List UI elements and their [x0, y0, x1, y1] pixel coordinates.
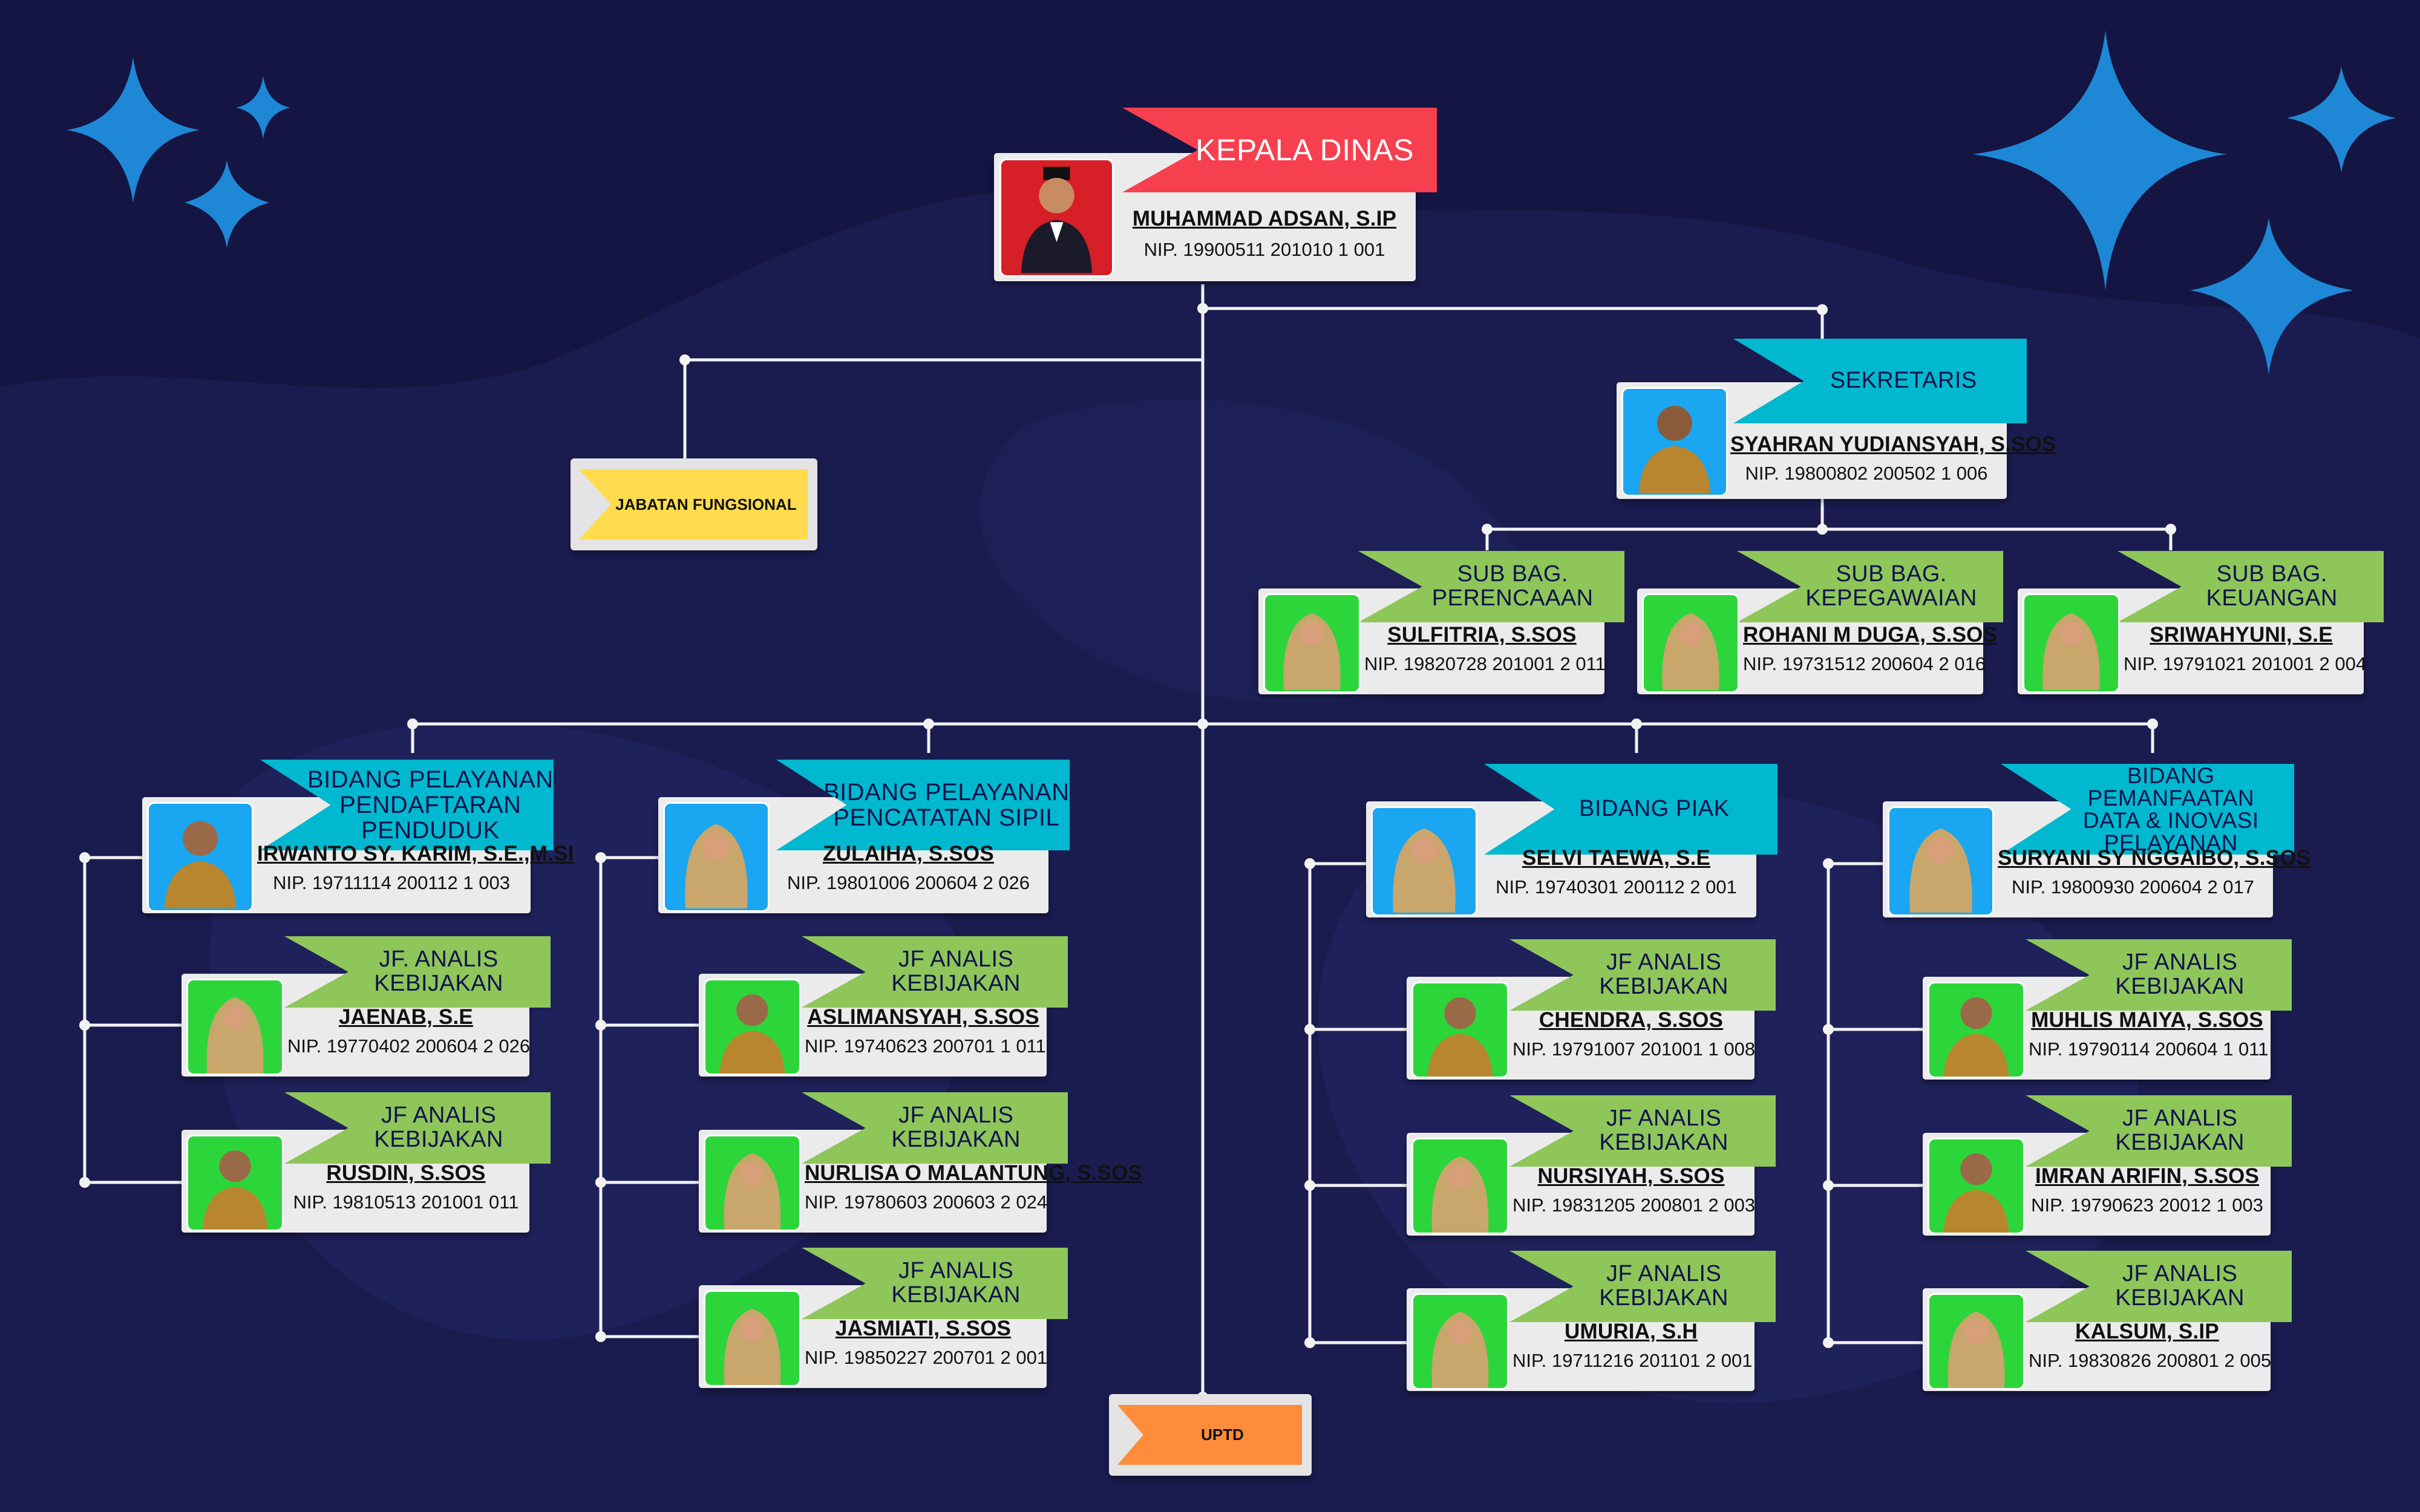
division-head-name: ZULAIHA, S.SOS: [823, 842, 994, 865]
staff-nip: NIP. 19810513 201001 011: [293, 1191, 519, 1213]
staff-nip: NIP. 19850227 200701 2 001: [805, 1347, 1048, 1368]
staff-nip: NIP. 19740623 200701 1 011: [805, 1035, 1046, 1057]
division-head-name: SELVI TAEWA, S.E: [1522, 846, 1711, 870]
secretary-photo: [1621, 387, 1728, 497]
staff-name: JASMIATI, S.SOS: [835, 1317, 1012, 1340]
staff-title: JF ANALIS KEBIJAKAN: [891, 947, 1021, 996]
head-title: KEPALA DINAS: [1195, 132, 1414, 167]
staff-title: JF ANALIS KEBIJAKAN: [1599, 1106, 1728, 1155]
uptd-tag[interactable]: UPTD: [1109, 1394, 1312, 1476]
staff-nip: NIP. 19711216 201101 2 001: [1512, 1350, 1753, 1371]
staff-title-ribbon: JF ANALIS KEBIJAKAN: [2026, 1251, 2292, 1322]
head-nip: NIP. 19900511 201010 1 001: [1143, 239, 1385, 260]
staff-name: RUSDIN, S.SOS: [326, 1161, 486, 1185]
staff-title: JF ANALIS KEBIJAKAN: [2115, 1106, 2245, 1155]
staff-name: NURSIYAH, S.SOS: [1537, 1164, 1725, 1188]
division-head-title-line: BIDANG PIAK: [1579, 796, 1730, 822]
sparkle-stars: [67, 30, 2396, 375]
sub-bag-title: SUB BAG. KEPEGAWAIAN: [1805, 561, 1977, 611]
jabatan-fungsional-tag[interactable]: JABATAN FUNGSIONAL: [571, 458, 817, 550]
staff-nip: NIP. 19790623 20012 1 003: [2031, 1194, 2263, 1216]
staff-photo: [1928, 982, 2025, 1078]
staff-photo: [704, 979, 801, 1075]
staff-nip: NIP. 19770402 200604 2 026: [287, 1035, 531, 1057]
staff-photo: [1928, 1293, 2025, 1390]
division-head-title-line: BIDANG PELAYANAN: [823, 779, 1070, 806]
secretary-name: SYAHRAN YUDIANSYAH, S.SOS: [1730, 432, 2056, 456]
division-head-title-line: BIDANG PELAYANAN: [307, 766, 554, 793]
jabatan-fungsional-label: JABATAN FUNGSIONAL: [615, 495, 797, 513]
division-head-title-line: PENDAFTARAN PENDUDUK: [339, 792, 522, 844]
staff-photo: [1928, 1138, 2025, 1234]
division-head-photo: [147, 802, 253, 912]
staff-nip: NIP. 19830826 200801 2 005: [2029, 1350, 2272, 1371]
staff-name: ASLIMANSYAH, S.SOS: [807, 1005, 1039, 1029]
staff-nip: NIP. 19831205 200801 2 003: [1512, 1194, 1756, 1216]
staff-title: JF ANALIS KEBIJAKAN: [1599, 1261, 1728, 1311]
division-head-title-line: PENCATATAN SIPIL: [833, 804, 1060, 831]
sub-bag-name: SRIWAHYUNI, S.E: [2150, 623, 2333, 647]
sub-bag-photo: [2023, 593, 2120, 693]
staff-name: NURLISA O MALANTUNG, S.SOS: [805, 1161, 1143, 1185]
sub-bag-nip: NIP. 19791021 201001 2 004: [2124, 653, 2367, 674]
staff-title: JF ANALIS KEBIJAKAN: [374, 1103, 503, 1152]
head-title-ribbon: KEPALA DINAS: [1122, 108, 1437, 192]
sub-bag-photo: [1263, 593, 1361, 693]
staff-title: JF. ANALIS KEBIJAKAN: [374, 947, 503, 996]
division-head-nip: NIP. 19801006 200604 2 026: [786, 872, 1030, 893]
staff-nip: NIP. 19791007 201001 1 008: [1512, 1038, 1756, 1060]
uptd-label: UPTD: [1201, 1426, 1244, 1444]
division-head-title-line: PELAYANAN: [2104, 830, 2238, 855]
staff-nip: NIP. 19780603 200603 2 024: [805, 1191, 1048, 1213]
division-head-nip: NIP. 19740301 200112 2 001: [1496, 876, 1737, 898]
division-head-title-line: DATA & INOVASI: [2082, 808, 2259, 833]
sub-bag-name: ROHANI M DUGA, S.SOS: [1743, 623, 1998, 647]
head-photo: [999, 158, 1114, 277]
staff-title: JF ANALIS KEBIJAKAN: [891, 1103, 1021, 1152]
sub-bag-name: SULFITRIA, S.SOS: [1387, 623, 1577, 647]
person-silhouette-icon: [1021, 166, 1093, 273]
sub-bag-nip: NIP. 19820728 201001 2 011: [1364, 653, 1606, 674]
division-head-nip: NIP. 19800930 200604 2 017: [2011, 876, 2255, 898]
staff-photo: [186, 1135, 284, 1231]
staff-photo: [1411, 1293, 1509, 1390]
staff-photo: [704, 1135, 801, 1231]
staff-name: UMURIA, S.H: [1565, 1320, 1698, 1343]
staff-title: JF ANALIS KEBIJAKAN: [1599, 950, 1728, 999]
staff-title-ribbon: JF ANALIS KEBIJAKAN: [802, 1092, 1068, 1164]
staff-photo: [1411, 1138, 1509, 1234]
head-name: MUHAMMAD ADSAN, S.IP: [1132, 207, 1397, 230]
staff-name: CHENDRA, S.SOS: [1539, 1008, 1724, 1032]
sub-bag-nip: NIP. 19731512 200604 2 016: [1743, 653, 1986, 674]
sub-bag-title-ribbon: SUB BAG. KEPEGAWAIAN: [1737, 551, 2003, 622]
staff-photo: [186, 979, 284, 1075]
staff-name: JAENAB, S.E: [339, 1005, 473, 1029]
sub-bag-title: SUB BAG. PERENCAAAN: [1431, 561, 1594, 611]
staff-name: MUHLIS MAIYA, S.SOS: [2031, 1008, 2263, 1032]
sub-bag-title: SUB BAG. KEUANGAN: [2206, 561, 2338, 611]
staff-nip: NIP. 19790114 200604 1 011: [2029, 1038, 2269, 1060]
division-head-photo: [1888, 806, 1994, 916]
division-head-title-line: BIDANG PEMANFAATAN: [2087, 763, 2255, 810]
staff-name: IMRAN ARIFIN, S.SOS: [2035, 1164, 2260, 1188]
secretary-nip: NIP. 19800802 200502 1 006: [1745, 463, 1988, 484]
division-head-photo: [663, 802, 770, 912]
staff-title: JF ANALIS KEBIJAKAN: [891, 1258, 1021, 1308]
staff-title: JF ANALIS KEBIJAKAN: [2115, 950, 2245, 999]
division-head-name: SURYANI SY NGGAIBO, S.SOS: [1998, 846, 2311, 870]
staff-photo: [704, 1290, 801, 1387]
division-head-nip: NIP. 19711114 200112 1 003: [273, 872, 510, 893]
division-head-name: IRWANTO SY. KARIM, S.E.,M.SI: [257, 842, 574, 865]
sub-bag-photo: [1642, 593, 1739, 693]
secretary-title: SEKRETARIS: [1830, 368, 1977, 394]
division-head-photo: [1371, 806, 1477, 916]
staff-name: KALSUM, S.IP: [2075, 1320, 2219, 1343]
staff-photo: [1411, 982, 1509, 1078]
staff-title: JF ANALIS KEBIJAKAN: [2115, 1261, 2245, 1311]
